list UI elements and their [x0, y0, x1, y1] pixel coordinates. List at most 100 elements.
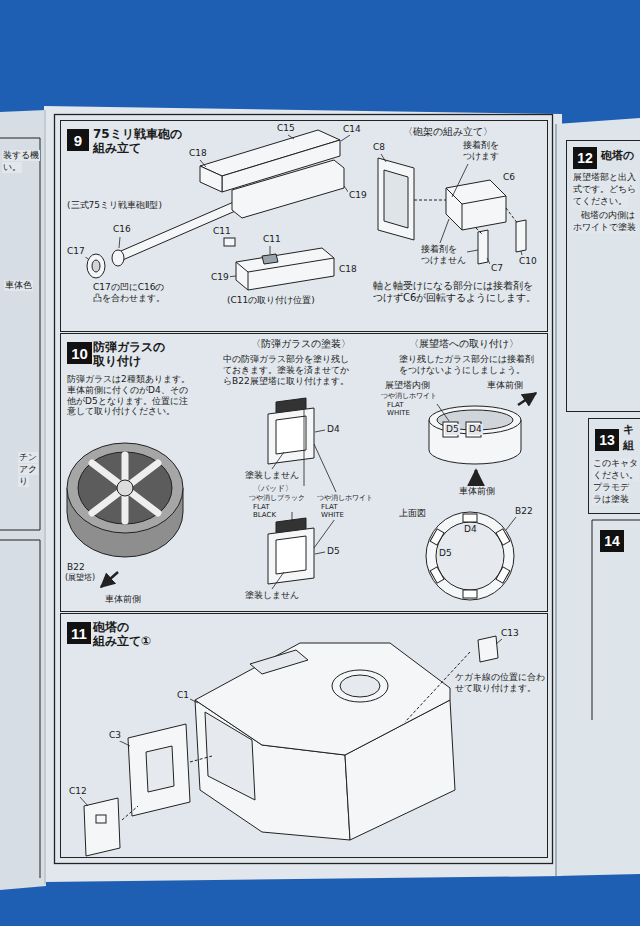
gun-mount-drawing [462, 196, 506, 204]
part-number: D4 [326, 424, 341, 435]
step-number: 12 [577, 151, 593, 165]
part-number: C16 [112, 224, 132, 235]
turret-drawing [84, 636, 498, 856]
note-text: (C11の取り付け位置) [226, 295, 316, 306]
part-number: C14 [342, 124, 362, 135]
note-text: 中の防弾ガラス部分を塗り残し ておきます。塗装を済ませてか らB22展望塔に取り… [222, 354, 350, 386]
note-text: い。 [2, 162, 22, 173]
text-line: つけます [463, 151, 499, 162]
assembly-guide-line [476, 228, 482, 234]
cupola-frame [92, 463, 158, 513]
background [45, 110, 46, 884]
text-line: C3 [109, 730, 121, 741]
text-line: FLAT [253, 503, 276, 511]
text-line: 組 [623, 439, 634, 452]
part-number: D4 [468, 424, 483, 435]
note-text: 塗装しません [244, 590, 300, 601]
gun-mount-drawing [516, 220, 526, 252]
leader-line [292, 512, 293, 521]
gun-drawing [92, 260, 100, 272]
glass-part-drawing [268, 528, 314, 584]
text-line: い。 [3, 162, 21, 173]
note-text: 接着剤を つけます [462, 140, 500, 162]
part-number: C11 [212, 226, 232, 237]
text-line: 車体前側 [459, 486, 495, 497]
text-line: 式です。どちら [573, 184, 636, 195]
text-line: 中の防弾ガラス部分を塗り残し [223, 354, 349, 365]
note-text: 〈展望塔への取り付け〉 [408, 338, 520, 350]
text-line: をつけないようにしましょう。 [399, 365, 534, 376]
leader-line [440, 219, 449, 243]
note-text: 車体前側 [104, 594, 142, 605]
note-text: 塗装しません [244, 470, 300, 481]
gun-mount-drawing [384, 170, 408, 228]
note-text: 接着剤を つけません [420, 244, 467, 266]
part-number: D5 [438, 548, 453, 559]
background [555, 124, 557, 876]
text-line: 塗り残したガラス部分には接着剤 [399, 354, 534, 365]
part-number: C18 [188, 148, 208, 159]
page-frame [0, 138, 40, 878]
note-text: つや消しホワイト [316, 494, 374, 502]
cupola-top-view [436, 522, 504, 590]
text-line: り [19, 476, 28, 487]
gun-mount-drawing [378, 158, 414, 240]
part-number: C18 [338, 264, 358, 275]
background [556, 118, 640, 876]
text-line: C11 [263, 234, 281, 245]
turret-drawing [128, 724, 190, 816]
leader-line [437, 404, 449, 421]
note-text: (展望塔) [64, 573, 96, 583]
text-line: つけずC6が回転するようにします。 [373, 292, 536, 304]
leader-line [270, 246, 271, 254]
turret-drawing [332, 670, 388, 702]
gun-drawing [200, 166, 222, 192]
leader-line [341, 135, 350, 141]
note-text: 車体色 [4, 280, 33, 291]
gun-drawing [112, 250, 124, 266]
note-text: 〈防弾ガラスの塗装〉 [250, 338, 352, 350]
note-text: FLAT WHITE [386, 401, 411, 418]
text-line: (C11の取り付け位置) [227, 295, 315, 306]
text-line: ケガキ線の位置に合わ [455, 672, 545, 683]
leader-line [315, 430, 325, 432]
text-line: つけません [421, 255, 466, 266]
text-line: 9 [74, 133, 82, 148]
note-text: ラは塗装 [592, 494, 630, 505]
text-line: つや消しブラック [249, 494, 305, 502]
leader-line [288, 135, 294, 139]
part-number: B22 [66, 562, 86, 573]
text-line: 塗装しません [245, 590, 299, 601]
note-text: ください。 [592, 470, 639, 481]
gun-drawing [262, 254, 278, 264]
step-number-box: 10 [67, 342, 92, 364]
note-text: ケガキ線の位置に合わ せて取り付けます。 [454, 672, 546, 694]
text-line: 接着剤を [463, 140, 499, 151]
assembly-guide-line [506, 208, 518, 224]
cupola-top-view [430, 567, 444, 583]
leader-line [467, 250, 478, 252]
assembly-guide-line [122, 806, 138, 820]
text-line: キ [623, 423, 634, 436]
turret-drawing [250, 650, 308, 674]
text-line: C17 [67, 246, 85, 257]
part-number: C1 [176, 690, 190, 701]
note-text: 砲塔の内側は [580, 210, 636, 221]
step-number: 11 [71, 626, 87, 641]
leader-line [521, 251, 522, 255]
text-line: せて取り付けます。 [455, 683, 545, 694]
text-line: C1 [177, 690, 189, 701]
assembly-guide-line [414, 200, 518, 234]
leader-line [314, 444, 336, 492]
text-line: C19 [211, 272, 229, 283]
note-text: このキャタ [592, 458, 639, 469]
page-frame [55, 115, 553, 864]
leader-line [506, 517, 516, 530]
gun-mount-drawing [446, 180, 506, 230]
gun-drawing [232, 160, 344, 218]
part-number: C17 [66, 246, 86, 257]
text-line: 〈パッド〉 [253, 484, 293, 494]
cupola-top-view [426, 512, 514, 600]
